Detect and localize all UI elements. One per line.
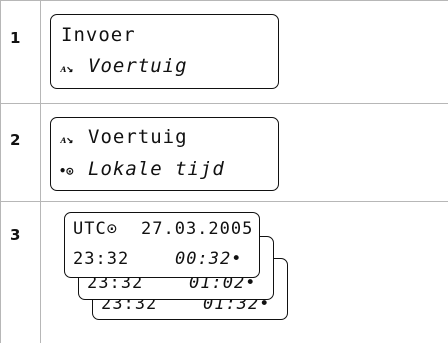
utc-label: UTC⊙ [73, 219, 118, 239]
lcd-display-step-2: ᴀ↘ Voertuig •⊙ Lokale tijd [50, 117, 279, 191]
step-number-1: 1 [10, 29, 21, 47]
vehicle-entry-icon: ᴀ↘ [61, 61, 74, 75]
step-number-2: 2 [10, 131, 21, 149]
utc-time: 23:32 [73, 249, 130, 269]
local-time: 01:02• [189, 273, 257, 293]
table-border-left [0, 0, 1, 343]
utc-time: 23:32 [87, 273, 144, 293]
lcd-display-step-3a: UTC⊙ 27.03.2005 23:32 00:32• [64, 212, 260, 278]
row-divider-2 [0, 201, 448, 202]
table-border-top [0, 0, 448, 1]
vehicle-entry-icon: ᴀ↘ [61, 132, 74, 146]
local-time: 00:32• [175, 249, 243, 269]
column-divider [40, 0, 41, 343]
display-line-1: Voertuig [88, 126, 188, 148]
lcd-display-step-1: Invoer ᴀ↘ Voertuig [50, 14, 279, 89]
step-number-3: 3 [10, 226, 21, 244]
row-divider-1 [0, 103, 448, 104]
display-line-1: Invoer [61, 24, 136, 46]
display-line-2: Lokale tijd [88, 158, 225, 180]
display-line-2: Voertuig [88, 55, 188, 77]
local-time-icon: •⊙ [59, 164, 74, 178]
date-value: 27.03.2005 [141, 219, 254, 239]
